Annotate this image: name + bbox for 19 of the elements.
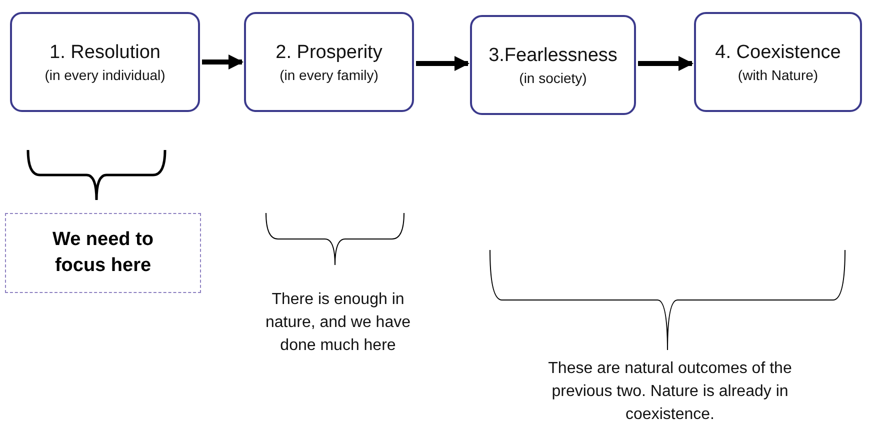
node-title: 1. Resolution [50,42,160,64]
note-text: These are natural outcomes of the previous two. Nature is already in coexistence. [547,359,793,425]
node-title: 2. Prosperity [276,42,382,64]
note-text: We need to focus here [52,228,154,278]
arrow [416,56,470,71]
node-title: 3.Fearlessness [488,44,618,66]
node-subtitle: (with Nature) [738,66,818,82]
process-box [694,12,862,112]
note-text: There is enough in nature, and we have done much here [264,290,412,356]
note-box [5,213,201,293]
node-subtitle: (in every individual) [44,66,166,82]
process-box [244,12,414,112]
node-subtitle: (in society) [519,70,587,86]
arrow [638,56,694,71]
process-box [10,12,200,112]
node-title: 4. Coexistence [715,42,841,64]
node-subtitle: (in every family) [280,66,378,82]
arrow [202,54,244,70]
process-box [470,15,636,115]
